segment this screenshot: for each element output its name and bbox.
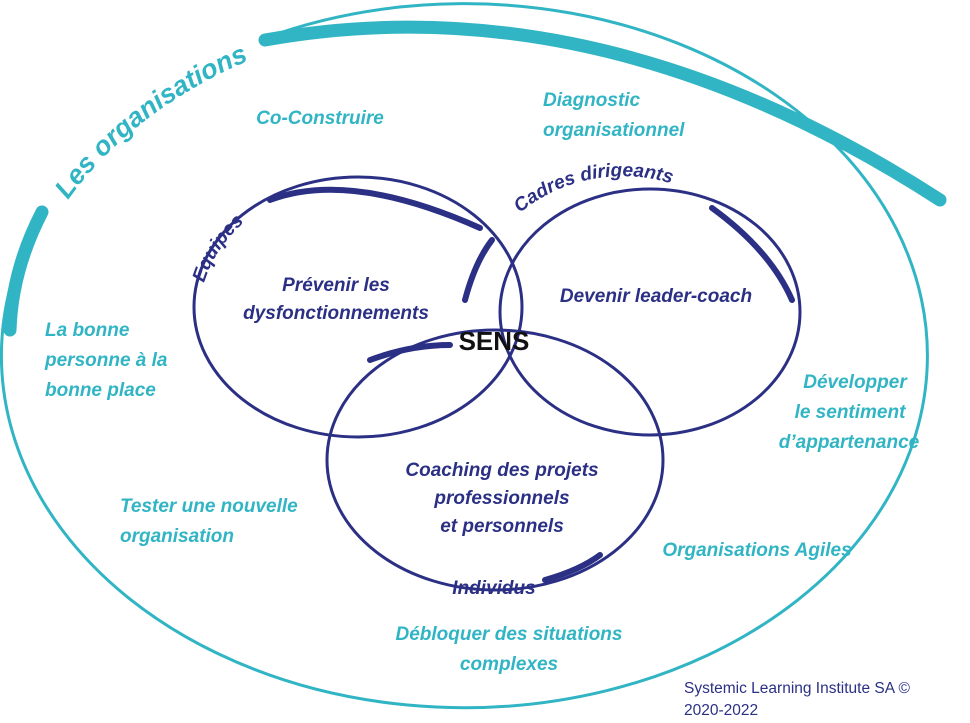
- accent-arc-center: [462, 237, 495, 303]
- outer-ellipse-thick-top: [258, 20, 947, 207]
- cadres-content-1: Devenir leader-coach: [560, 286, 752, 307]
- circle-individus: [325, 328, 665, 592]
- accent-arc-individus: [542, 552, 603, 583]
- circle-equipes: [192, 175, 524, 439]
- credit-line-2: 2020-2022: [684, 702, 758, 719]
- label-debloquer-1: Débloquer des situations: [396, 624, 623, 645]
- label-diagnostic-2: organisationnel: [543, 120, 685, 141]
- label-bonne-personne-1: La bonne: [45, 320, 130, 341]
- center-label: SENS: [459, 326, 530, 356]
- individus-content-2: professionnels: [433, 488, 569, 509]
- accent-arc-cadres: [709, 205, 795, 303]
- label-debloquer-2: complexes: [460, 654, 558, 675]
- label-co-construire: Co-Construire: [256, 108, 384, 129]
- label-diagnostic-1: Diagnostic: [543, 90, 641, 111]
- accent-arc-sens: [367, 342, 453, 363]
- label-agiles: Organisations Agiles: [662, 540, 851, 561]
- label-bonne-personne-3: bonne place: [45, 380, 156, 401]
- accent-arc-equipes: [267, 186, 483, 231]
- label-tester-1: Tester une nouvelle: [120, 496, 298, 517]
- label-tester-2: organisation: [120, 526, 234, 547]
- individus-content-1: Coaching des projets: [405, 460, 598, 481]
- credit-line-1: Systemic Learning Institute SA ©: [684, 680, 911, 697]
- equipes-title: Equipes: [189, 210, 248, 284]
- outer-ellipse-thick-left: [3, 205, 49, 337]
- label-developper-3: d’appartenance: [779, 432, 920, 453]
- circle-cadres: [498, 187, 802, 437]
- individus-content-3: et personnels: [440, 516, 564, 537]
- label-developper-2: le sentiment: [795, 402, 907, 423]
- equipes-content-1: Prévenir les: [282, 275, 390, 296]
- outer-title: Les organisations: [49, 38, 252, 203]
- label-developper-1: Développer: [803, 372, 908, 393]
- label-bonne-personne-2: personne à la: [44, 350, 168, 371]
- individus-title: Individus: [452, 578, 535, 599]
- outer-ellipse-thin: [0, 2, 929, 710]
- equipes-content-2: dysfonctionnements: [243, 303, 429, 324]
